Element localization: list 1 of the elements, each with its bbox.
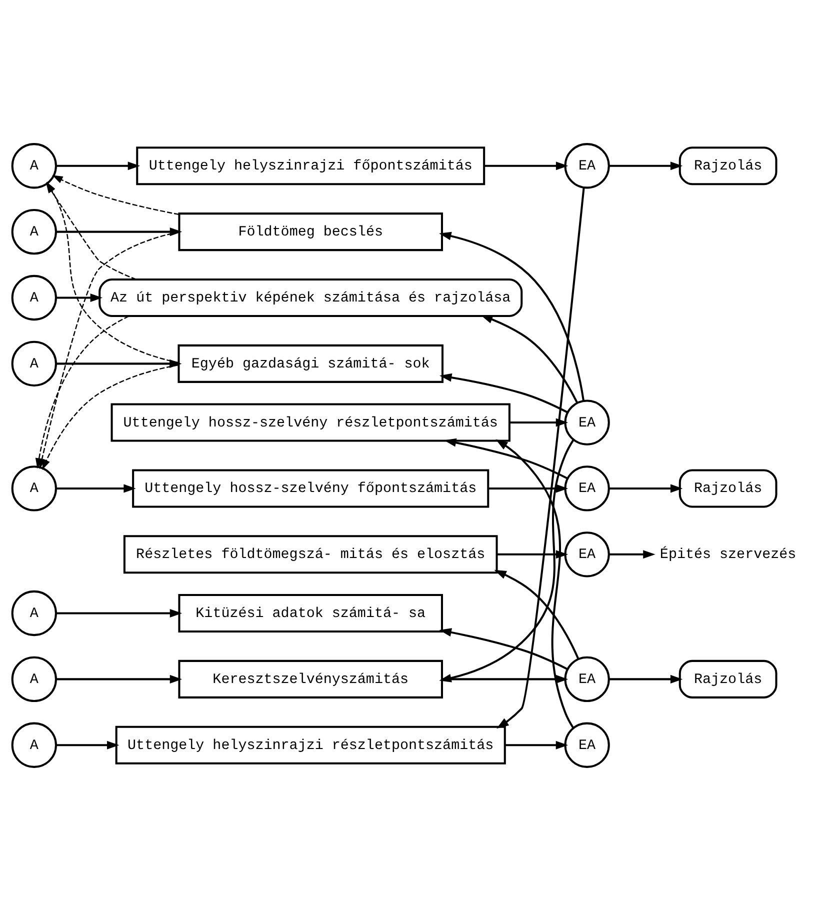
node-text: Épités szervezés (660, 547, 796, 564)
